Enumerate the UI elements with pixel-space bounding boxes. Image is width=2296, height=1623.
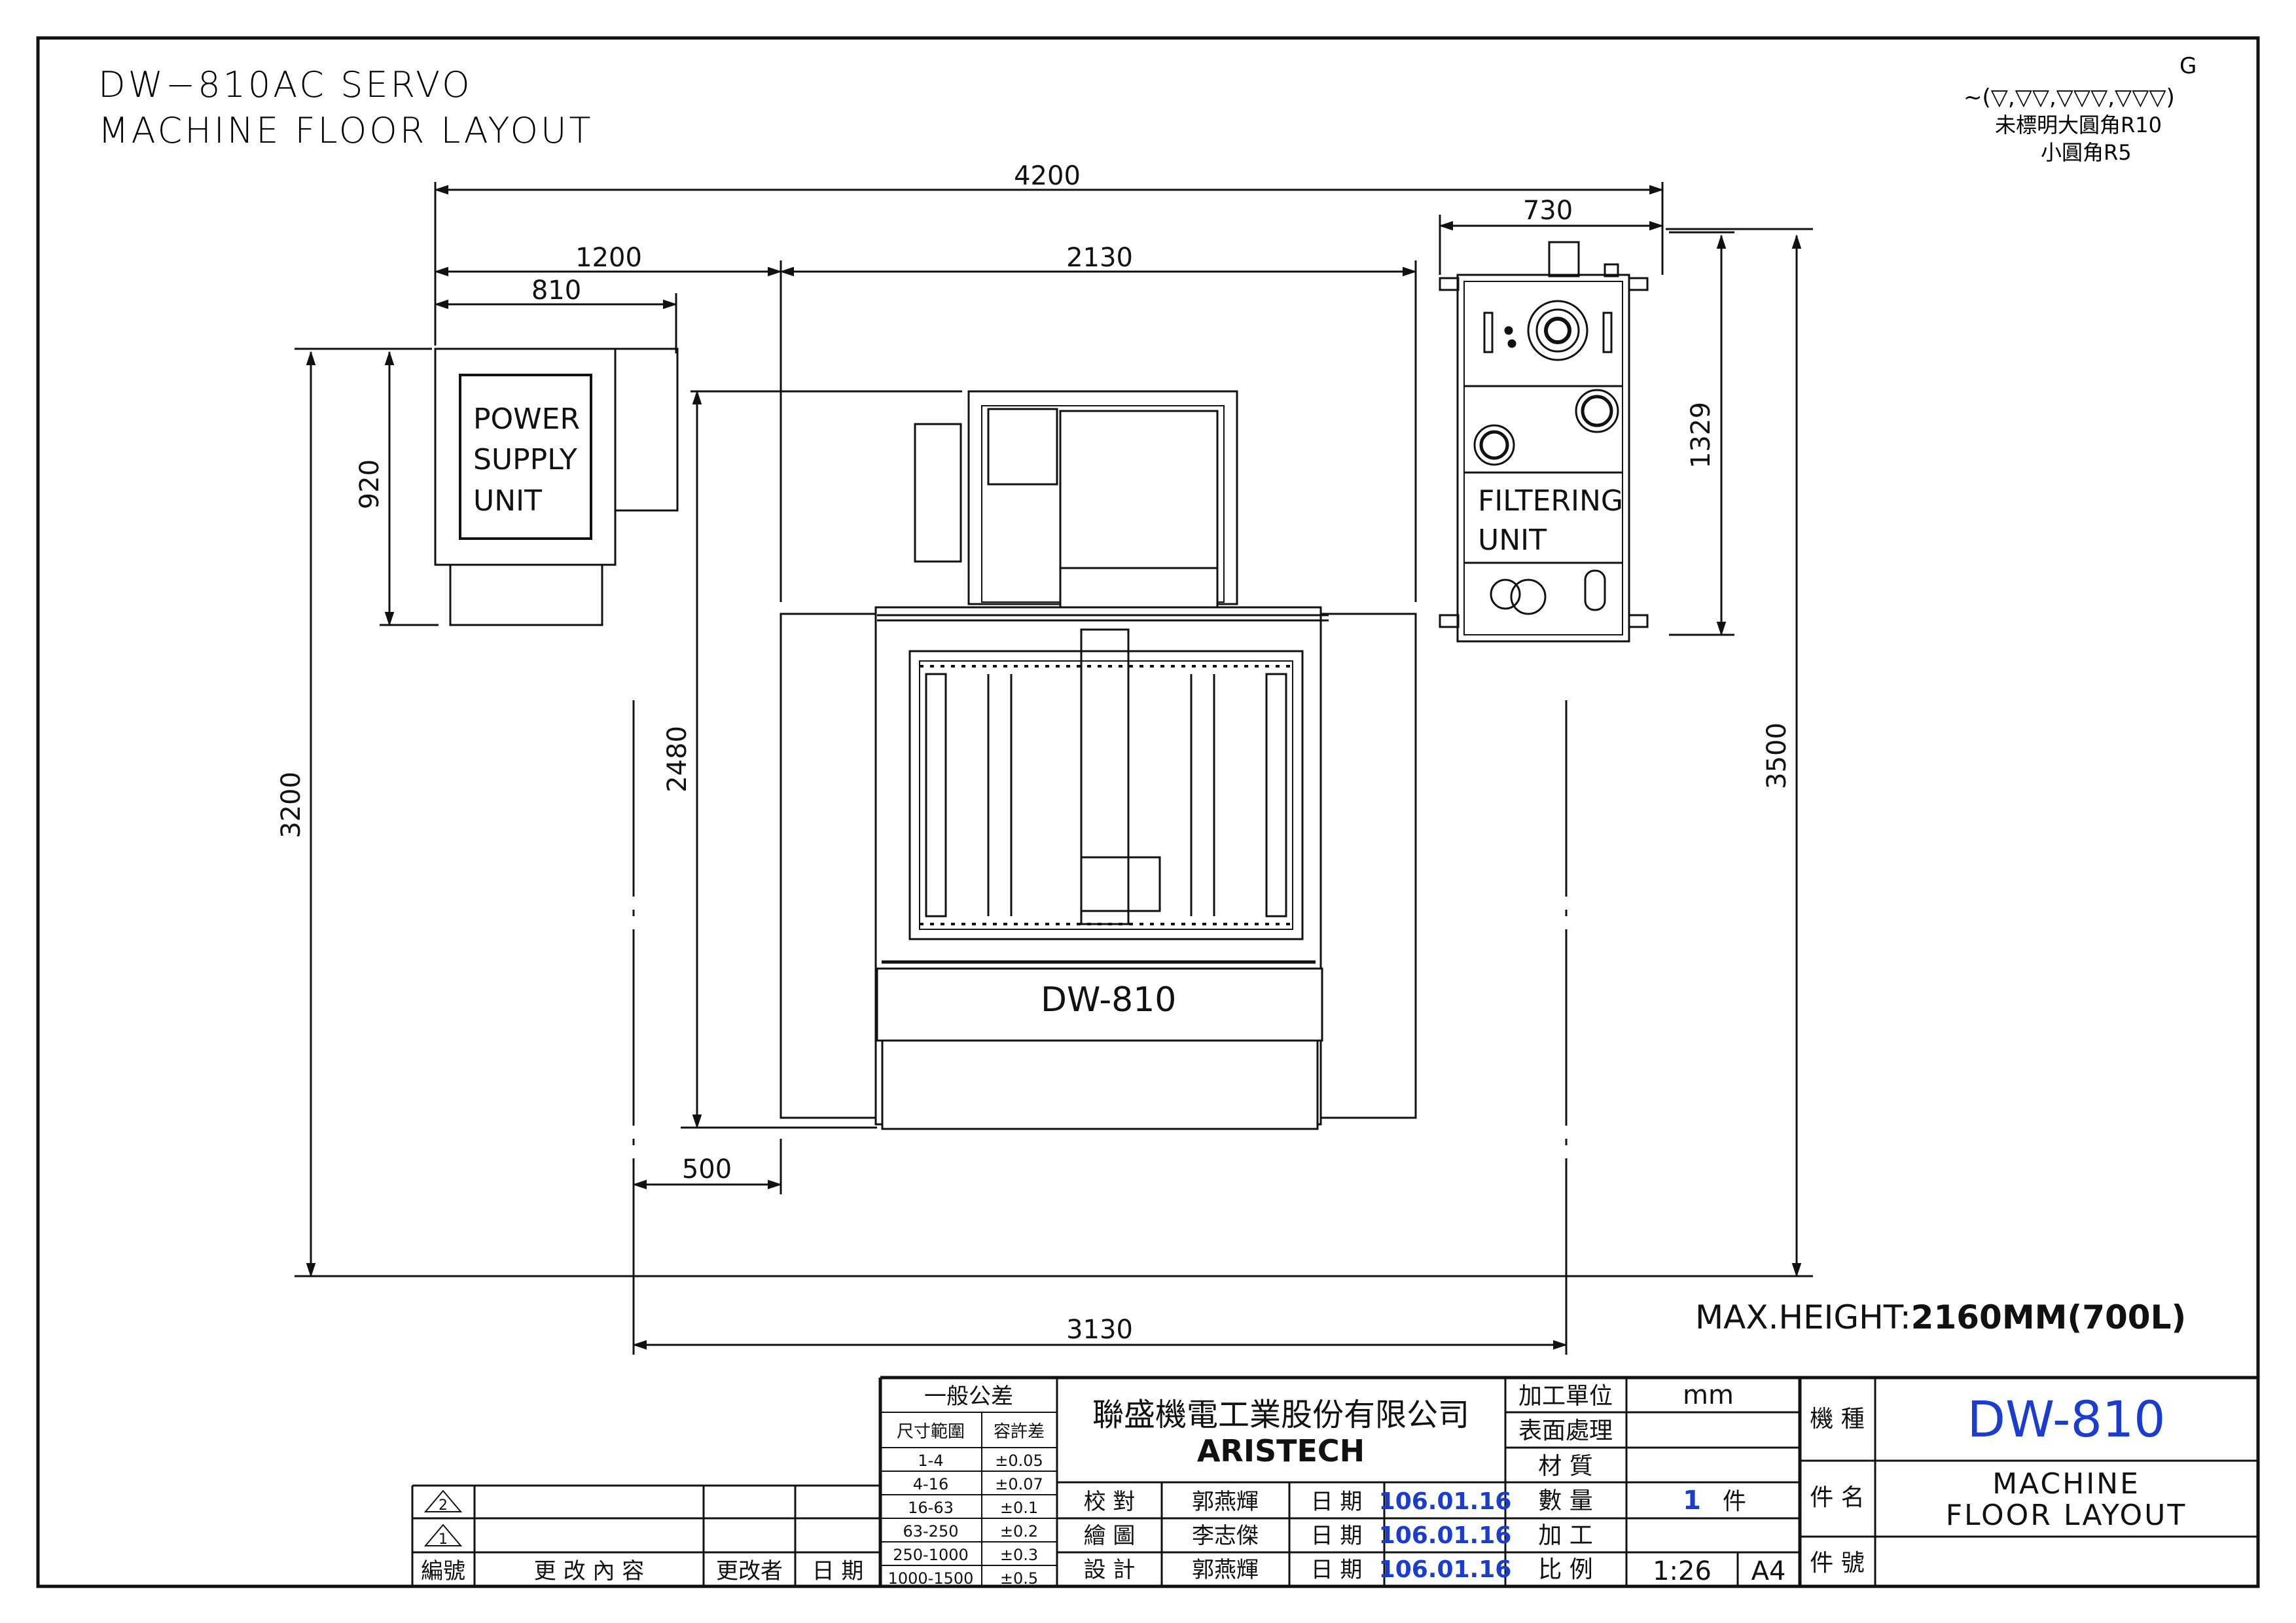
dim-floor-width: 3130 [1066, 1315, 1133, 1345]
sheet-border [36, 36, 2260, 1588]
model-value: DW-810 [1967, 1390, 2165, 1448]
dim-psu-offset: 1200 [575, 243, 642, 273]
psu-label-line2: SUPPLY [473, 443, 577, 476]
dim-overall-depth-left: 3200 [276, 772, 306, 838]
signoff-date: 106.01.16 [1379, 1522, 1512, 1549]
tolerance-value: ±0.05 [995, 1452, 1043, 1470]
dim-overall-depth-right: 3500 [1762, 722, 1792, 789]
dim-machine-width: 2130 [1066, 243, 1133, 273]
signoff-role: 設 計 [1084, 1557, 1136, 1583]
signoff-role: 校 對 [1084, 1489, 1136, 1515]
tolerance-value: ±0.3 [1000, 1546, 1038, 1564]
signoff-date: 106.01.16 [1379, 1556, 1512, 1583]
fillet-note-large: 未標明大圓角R10 [1995, 113, 2162, 137]
dim-filter-depth: 1329 [1686, 402, 1716, 469]
unit-value: mm [1683, 1380, 1734, 1410]
tolerance-rows: 1-4 ±0.05 4-16 ±0.07 16-63 ±0.1 63-250 ±0.2 250-… [888, 1452, 1043, 1588]
signoff-name: 郭燕輝 [1192, 1557, 1259, 1583]
signoff-name: 李志傑 [1192, 1523, 1259, 1549]
revision-header-editor: 更改者 [716, 1558, 783, 1584]
dim-psu-width: 810 [531, 276, 581, 306]
tolerance-range: 250-1000 [893, 1546, 969, 1564]
filter-label: FILTERING UNIT [1478, 484, 1623, 557]
signoff-name: 郭燕輝 [1192, 1489, 1259, 1515]
scale-label: 比 例 [1538, 1556, 1592, 1583]
surface-finish-note: G ~(▽,▽▽,▽▽▽,▽▽▽) 未標明大圓角R10 小圓角R5 [1964, 53, 2197, 165]
part-no-label: 件 號 [1810, 1550, 1864, 1577]
dimension-lines [295, 182, 1813, 1355]
dim-filter-width: 730 [1523, 196, 1573, 226]
revision-header-date: 日 期 [812, 1558, 864, 1584]
title-block [411, 1376, 2258, 1586]
material-label: 材 質 [1538, 1453, 1592, 1480]
main-machine [780, 390, 1417, 1130]
psu-label-line1: POWER [473, 402, 580, 436]
tolerance-value: ±0.2 [1000, 1522, 1038, 1541]
finish-symbols: ~(▽,▽▽,▽▽▽,▽▽▽) [1964, 84, 2175, 111]
filter-label-line2: UNIT [1478, 524, 1547, 557]
signoff-role: 繪 圖 [1084, 1523, 1136, 1549]
signoff-date: 106.01.16 [1379, 1488, 1512, 1515]
signoff-date-label: 日 期 [1311, 1523, 1363, 1549]
tolerance-value: ±0.5 [1000, 1569, 1038, 1588]
part-name-line1: MACHINE [1992, 1467, 2140, 1501]
filtering-unit [1439, 241, 1649, 643]
tolerance-range: 1-4 [918, 1452, 943, 1470]
company-name-en: ARISTECH [1197, 1433, 1365, 1469]
tolerance-header-range: 尺寸範圍 [897, 1422, 965, 1442]
dim-machine-depth: 2480 [662, 726, 692, 793]
tolerance-value: ±0.07 [995, 1475, 1043, 1493]
part-name-label: 件 名 [1810, 1484, 1864, 1511]
tolerance-range: 1000-1500 [888, 1569, 974, 1588]
revision-header-no: 編號 [421, 1558, 465, 1584]
power-supply-unit [434, 348, 679, 626]
finish-g-mark: G [2179, 53, 2197, 79]
dim-psu-depth: 920 [355, 459, 385, 509]
part-name-line2: FLOOR LAYOUT [1946, 1499, 2187, 1532]
fillet-note-small: 小圓角R5 [2041, 140, 2132, 165]
title-block-texts: 一般公差 尺寸範圍 容許差 1-4 ±0.05 4-16 ±0.07 16-63 ±0.1… [421, 1380, 2187, 1588]
company-name-cn: 聯盛機電工業股份有限公司 [1092, 1397, 1469, 1433]
drawing-title-line1: DW−810AC SERVO [98, 64, 473, 105]
dim-clearance: 500 [682, 1154, 732, 1185]
surface-label: 表面處理 [1518, 1418, 1613, 1444]
revision-header-content: 更 改 內 容 [534, 1558, 644, 1584]
qty-value: 1 [1683, 1486, 1701, 1516]
paper-size: A4 [1751, 1556, 1786, 1586]
tolerance-range: 4-16 [913, 1475, 948, 1493]
filter-label-line1: FILTERING [1478, 484, 1623, 518]
psu-label: POWER SUPPLY UNIT [473, 402, 580, 518]
max-height-prefix: MAX.HEIGHT: [1695, 1298, 1911, 1336]
dim-overall-width: 4200 [1014, 161, 1081, 191]
signoff-date-label: 日 期 [1311, 1557, 1363, 1583]
signoff-date-label: 日 期 [1311, 1489, 1363, 1515]
qty-label: 數 量 [1538, 1488, 1592, 1514]
max-height-note: MAX.HEIGHT:2160MM(700L) [1695, 1298, 2186, 1336]
tolerance-value: ±0.1 [1000, 1499, 1038, 1517]
tolerance-header-tol: 容許差 [994, 1422, 1045, 1442]
unit-label: 加工單位 [1518, 1383, 1613, 1410]
revision-mark-2: 2 [439, 1497, 448, 1514]
qty-unit: 件 [1723, 1488, 1746, 1515]
model-label: 機 種 [1810, 1406, 1864, 1433]
process-label: 加 工 [1538, 1522, 1592, 1549]
tolerance-range: 16-63 [908, 1499, 954, 1517]
tolerance-title: 一般公差 [924, 1383, 1013, 1410]
max-height-value: 2160MM(700L) [1911, 1298, 2187, 1336]
drawing-title-line2: MACHINE FLOOR LAYOUT [98, 110, 594, 151]
psu-label-line3: UNIT [473, 484, 542, 518]
scale-value: 1:26 [1653, 1556, 1712, 1586]
tolerance-range: 63-250 [903, 1522, 958, 1541]
dimension-texts: 4200 1200 2130 810 730 1329 920 3200 248… [276, 161, 1792, 1345]
revision-mark-1: 1 [439, 1531, 448, 1548]
machine-label: DW-810 [1041, 980, 1176, 1020]
